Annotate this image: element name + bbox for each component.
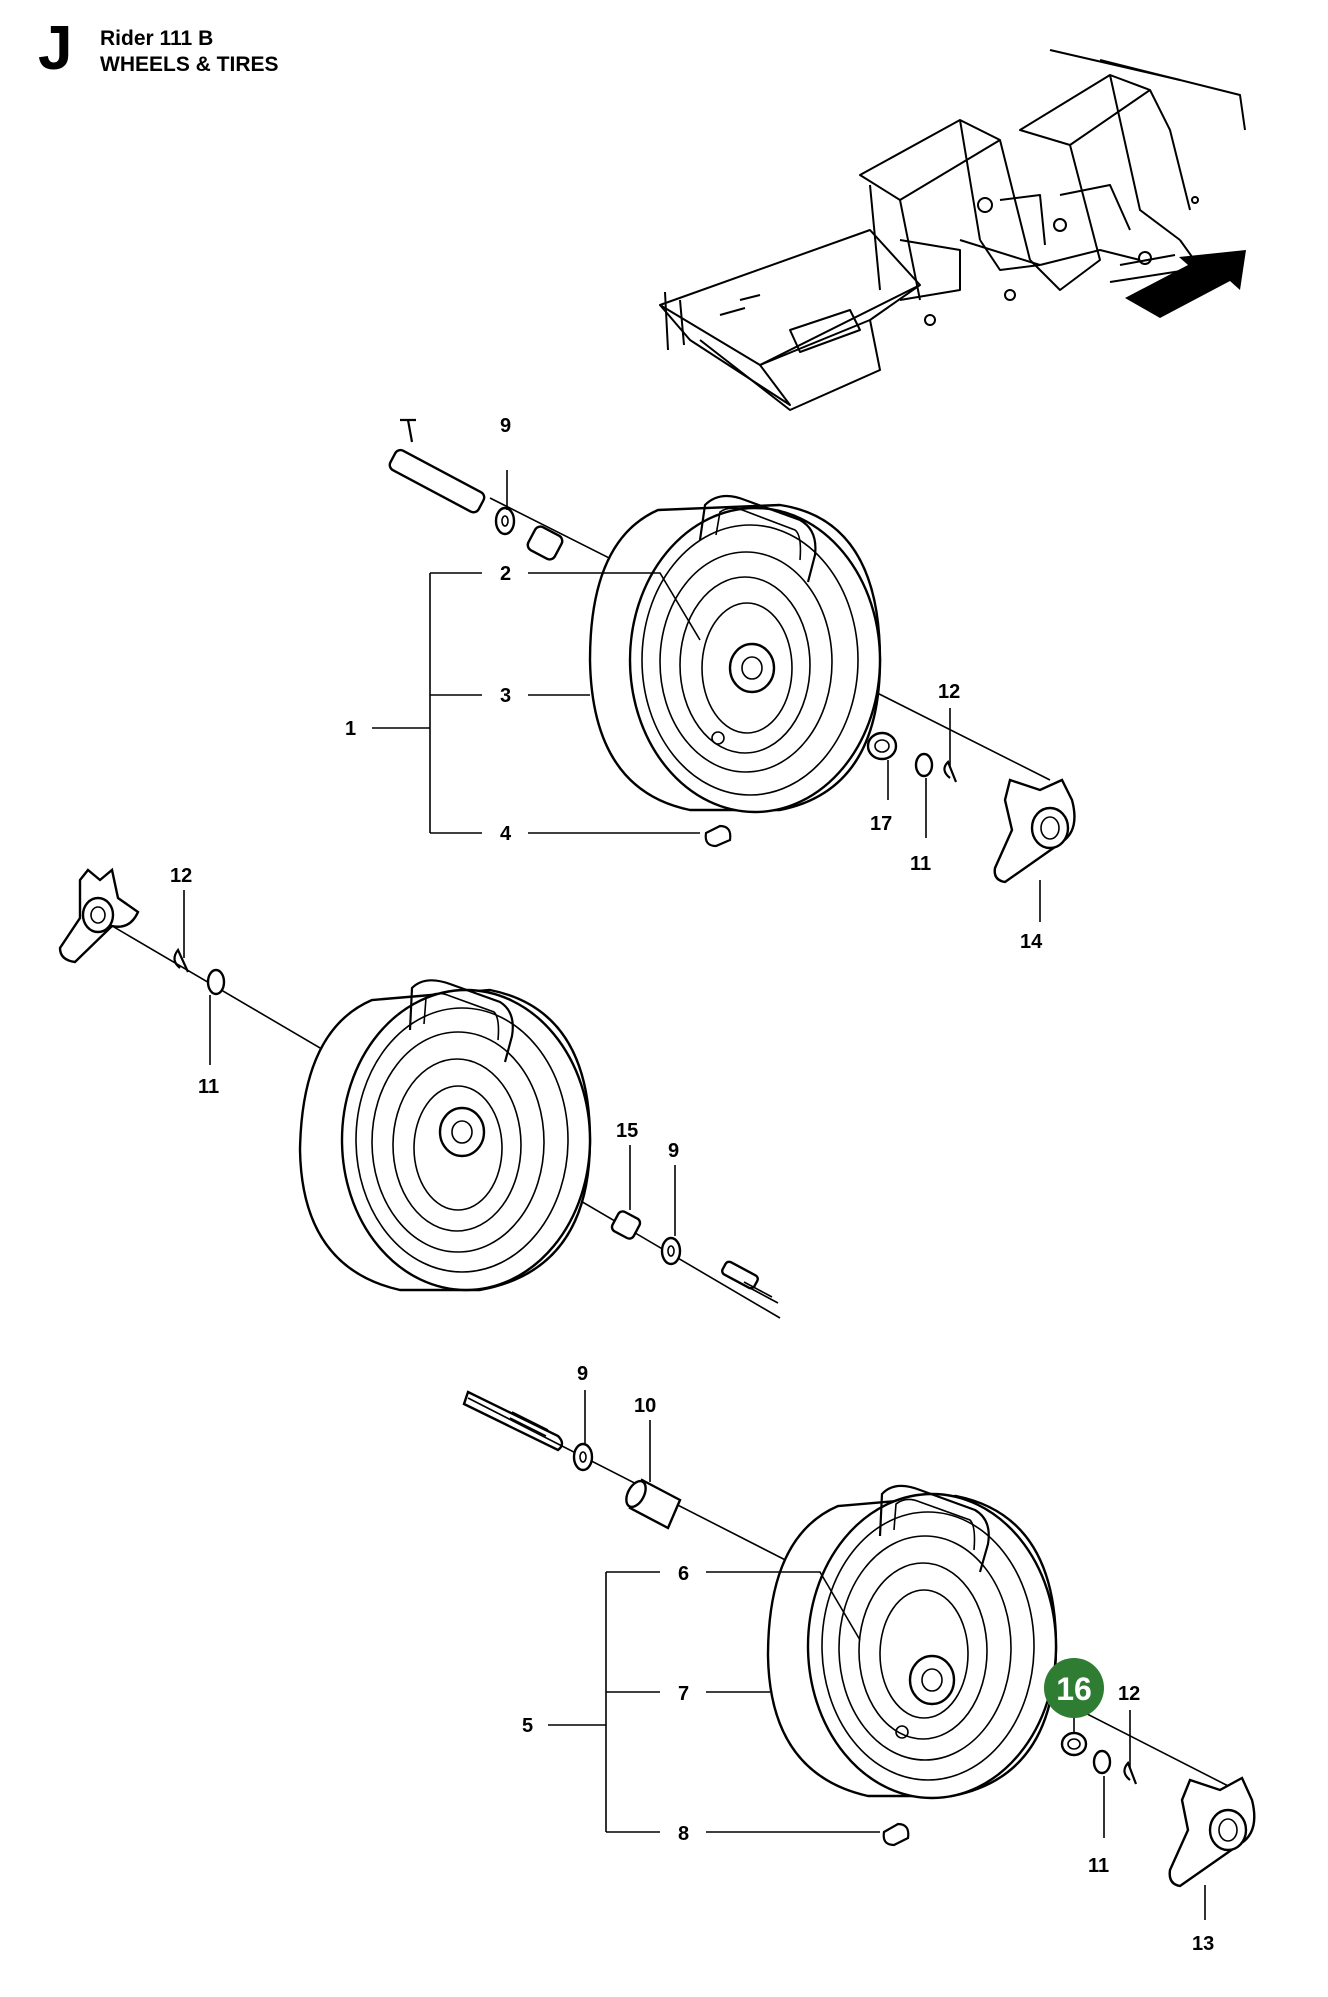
callout-6: 6 (678, 1563, 689, 1585)
section-title: WHEELS & TIRES (100, 53, 279, 76)
wheel-assembly-1 (372, 418, 1076, 922)
callout-10: 10 (634, 1395, 656, 1417)
callout-11c: 11 (1088, 1855, 1109, 1877)
highlight-label: 16 (1056, 1671, 1092, 1707)
callout-11a: 11 (910, 853, 931, 875)
callout-9c: 9 (577, 1363, 588, 1385)
callout-8: 8 (678, 1823, 689, 1845)
section-letter: J (38, 14, 73, 83)
wheel-assembly-5 (462, 1390, 1256, 1920)
callout-15: 15 (616, 1120, 638, 1142)
callout-9a: 9 (500, 415, 511, 437)
callout-4: 4 (500, 823, 512, 845)
callout-5: 5 (522, 1715, 533, 1737)
callout-7: 7 (678, 1683, 689, 1705)
callout-12b: 12 (170, 865, 192, 887)
callout-12a: 12 (938, 681, 960, 703)
callout-11b: 11 (198, 1076, 219, 1098)
callout-3: 3 (500, 685, 511, 707)
callout-12c: 12 (1118, 1683, 1140, 1705)
callout-14: 14 (1020, 931, 1043, 953)
model-name: Rider 111 B (100, 27, 214, 50)
highlighted-part-16[interactable]: 16 (1044, 1658, 1104, 1718)
callout-labels: 1 2 3 4 9 12 17 11 14 12 11 15 9 9 10 6 … (170, 415, 1214, 1955)
callout-1: 1 (345, 718, 356, 740)
callout-17: 17 (870, 813, 892, 835)
callout-2: 2 (500, 563, 511, 585)
wheel-assembly-middle (58, 867, 781, 1319)
arrow-front-icon (1125, 250, 1246, 318)
callout-13: 13 (1192, 1933, 1214, 1955)
callout-9b: 9 (668, 1140, 679, 1162)
tractor-frame-illustration (659, 49, 1246, 411)
